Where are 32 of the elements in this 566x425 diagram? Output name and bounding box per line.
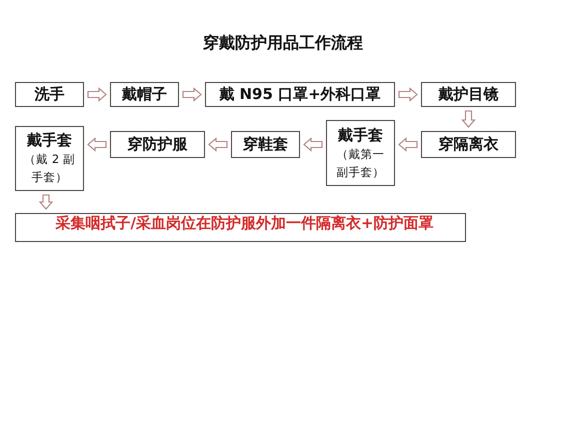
step-label: 洗手 bbox=[34, 85, 64, 104]
step-box bbox=[15, 82, 84, 107]
note-box bbox=[15, 213, 466, 242]
step-box bbox=[421, 131, 516, 158]
block-arrow bbox=[461, 110, 476, 128]
step-box bbox=[421, 82, 516, 107]
step-label: 戴护目镜 bbox=[438, 85, 498, 104]
block-arrow bbox=[303, 137, 323, 152]
step-label: 戴手套 bbox=[27, 131, 72, 150]
step-box bbox=[110, 82, 179, 107]
block-arrow bbox=[38, 194, 54, 210]
step-label: 戴手套 bbox=[338, 126, 383, 144]
step-label: 采集咽拭子/采血岗位在防护服外加一件隔离衣+防护面罩 bbox=[55, 214, 434, 233]
step-note: （戴 2 副手套） bbox=[23, 151, 76, 186]
step-label: 穿隔离衣 bbox=[438, 135, 498, 154]
step-label: 戴帽子 bbox=[122, 85, 167, 104]
step-box bbox=[15, 126, 84, 191]
block-arrow bbox=[87, 137, 107, 152]
block-arrow bbox=[398, 87, 418, 102]
block-arrow bbox=[398, 137, 418, 152]
step-box bbox=[326, 120, 395, 186]
step-label: 穿防护服 bbox=[128, 135, 188, 154]
step-label: 戴 N95 口罩+外科口罩 bbox=[219, 85, 381, 104]
step-box bbox=[205, 82, 395, 107]
block-arrow bbox=[208, 137, 228, 152]
step-note: （戴第一副手套） bbox=[336, 146, 386, 180]
step-label: 穿鞋套 bbox=[243, 135, 288, 154]
block-arrow bbox=[87, 87, 107, 102]
step-box bbox=[110, 131, 205, 158]
step-box bbox=[231, 131, 300, 158]
block-arrow bbox=[182, 87, 202, 102]
title: 穿戴防护用品工作流程 bbox=[202, 33, 364, 54]
